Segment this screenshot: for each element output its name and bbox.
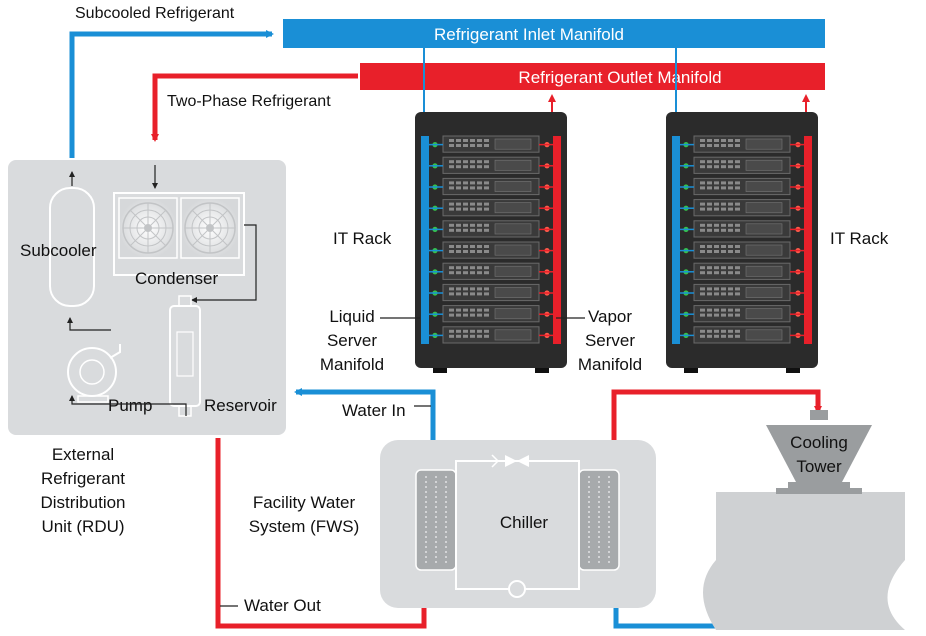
vapor-server-manifold-label: Vapor Server Manifold	[578, 307, 642, 374]
liquid-server-manifold-label: Liquid Server Manifold	[320, 307, 384, 374]
expansion-valve-icon	[491, 454, 529, 468]
water-out-label: Water Out	[244, 596, 321, 615]
svg-text:Tower: Tower	[796, 457, 842, 476]
rdu-label: External Refrigerant Distribution Unit (…	[40, 445, 125, 536]
svg-text:Manifold: Manifold	[320, 355, 384, 374]
svg-text:Manifold: Manifold	[578, 355, 642, 374]
fan-icon	[122, 202, 174, 254]
svg-text:System (FWS): System (FWS)	[249, 517, 360, 536]
svg-text:Distribution: Distribution	[40, 493, 125, 512]
vapor-server-manifold	[804, 136, 812, 344]
refrigerant-inlet-manifold: Refrigerant Inlet Manifold	[283, 19, 825, 48]
reservoir-icon	[169, 295, 201, 417]
rack-cabinet	[415, 112, 567, 368]
rack-cabinet	[666, 112, 818, 368]
pump-label: Pump	[108, 396, 152, 415]
subcooled-refrigerant-line	[69, 30, 274, 158]
reservoir-to-pump-arrow	[69, 395, 187, 416]
server-blade	[429, 283, 553, 302]
server-blade	[429, 156, 553, 174]
server-blade	[429, 326, 553, 344]
server-blade	[680, 220, 804, 238]
it-rack-left-label: IT Rack	[333, 229, 392, 248]
vapor-server-manifold	[553, 136, 561, 344]
server-blade	[429, 177, 553, 196]
condenser-to-reservoir-arrow	[191, 224, 257, 303]
liquid-server-manifold	[421, 136, 429, 344]
it-rack	[666, 112, 818, 373]
pump-to-subcooler-arrow	[67, 317, 111, 331]
server-blade	[429, 305, 553, 323]
refrigerant-outlet-manifold: Refrigerant Outlet Manifold	[360, 63, 825, 90]
water-in-label: Water In	[342, 401, 406, 420]
svg-text:External: External	[52, 445, 114, 464]
fan-icon	[184, 202, 236, 254]
two-phase-refrigerant-label: Two-Phase Refrigerant	[167, 93, 331, 110]
server-blade	[429, 220, 553, 238]
server-blade	[680, 199, 804, 217]
svg-text:Liquid: Liquid	[329, 307, 374, 326]
svg-text:Unit (RDU): Unit (RDU)	[41, 517, 124, 536]
svg-text:Facility Water: Facility Water	[253, 493, 356, 512]
subcooled-refrigerant-label: Subcooled Refrigerant	[75, 5, 235, 22]
subcooler	[49, 187, 95, 307]
chiller-label: Chiller	[500, 513, 549, 532]
svg-text:Server: Server	[585, 331, 635, 350]
server-blade	[680, 241, 804, 259]
svg-text:Cooling: Cooling	[790, 433, 848, 452]
rdu-unit: Subcooler	[8, 160, 286, 435]
condenser	[113, 192, 245, 276]
fws-label: Facility Water System (FWS)	[249, 493, 360, 536]
svg-text:Refrigerant: Refrigerant	[41, 469, 125, 488]
cooling-tower: Cooling Tower	[703, 410, 905, 630]
pump-icon	[67, 344, 121, 403]
outlet-manifold-label: Refrigerant Outlet Manifold	[518, 68, 721, 87]
liquid-server-manifold	[672, 136, 680, 344]
reservoir-label: Reservoir	[204, 396, 277, 415]
tower-supply-line	[611, 389, 822, 470]
server-blade	[680, 326, 804, 344]
server-blade	[429, 262, 553, 280]
server-blade	[680, 135, 804, 153]
server-blade	[429, 241, 553, 259]
subcooler-label: Subcooler	[20, 241, 97, 260]
evaporator	[415, 469, 457, 571]
condenser-label: Condenser	[135, 269, 219, 288]
inlet-manifold-label: Refrigerant Inlet Manifold	[434, 25, 624, 44]
cooling-tower-basin	[703, 492, 905, 630]
server-blade	[429, 135, 553, 153]
water-out-line	[215, 438, 428, 629]
chiller-unit: Chiller	[380, 440, 656, 608]
it-rack	[415, 112, 567, 373]
server-blade	[680, 156, 804, 174]
two-phase-refrigerant-line	[151, 73, 358, 142]
it-rack-right-label: IT Rack	[830, 229, 889, 248]
server-blade	[680, 262, 804, 280]
chiller-condenser	[578, 469, 620, 571]
server-blade	[680, 177, 804, 196]
server-blade	[680, 283, 804, 302]
server-blade	[429, 199, 553, 217]
server-blade	[680, 305, 804, 323]
svg-text:Server: Server	[327, 331, 377, 350]
compressor-icon	[508, 580, 526, 598]
svg-text:Vapor: Vapor	[588, 307, 632, 326]
